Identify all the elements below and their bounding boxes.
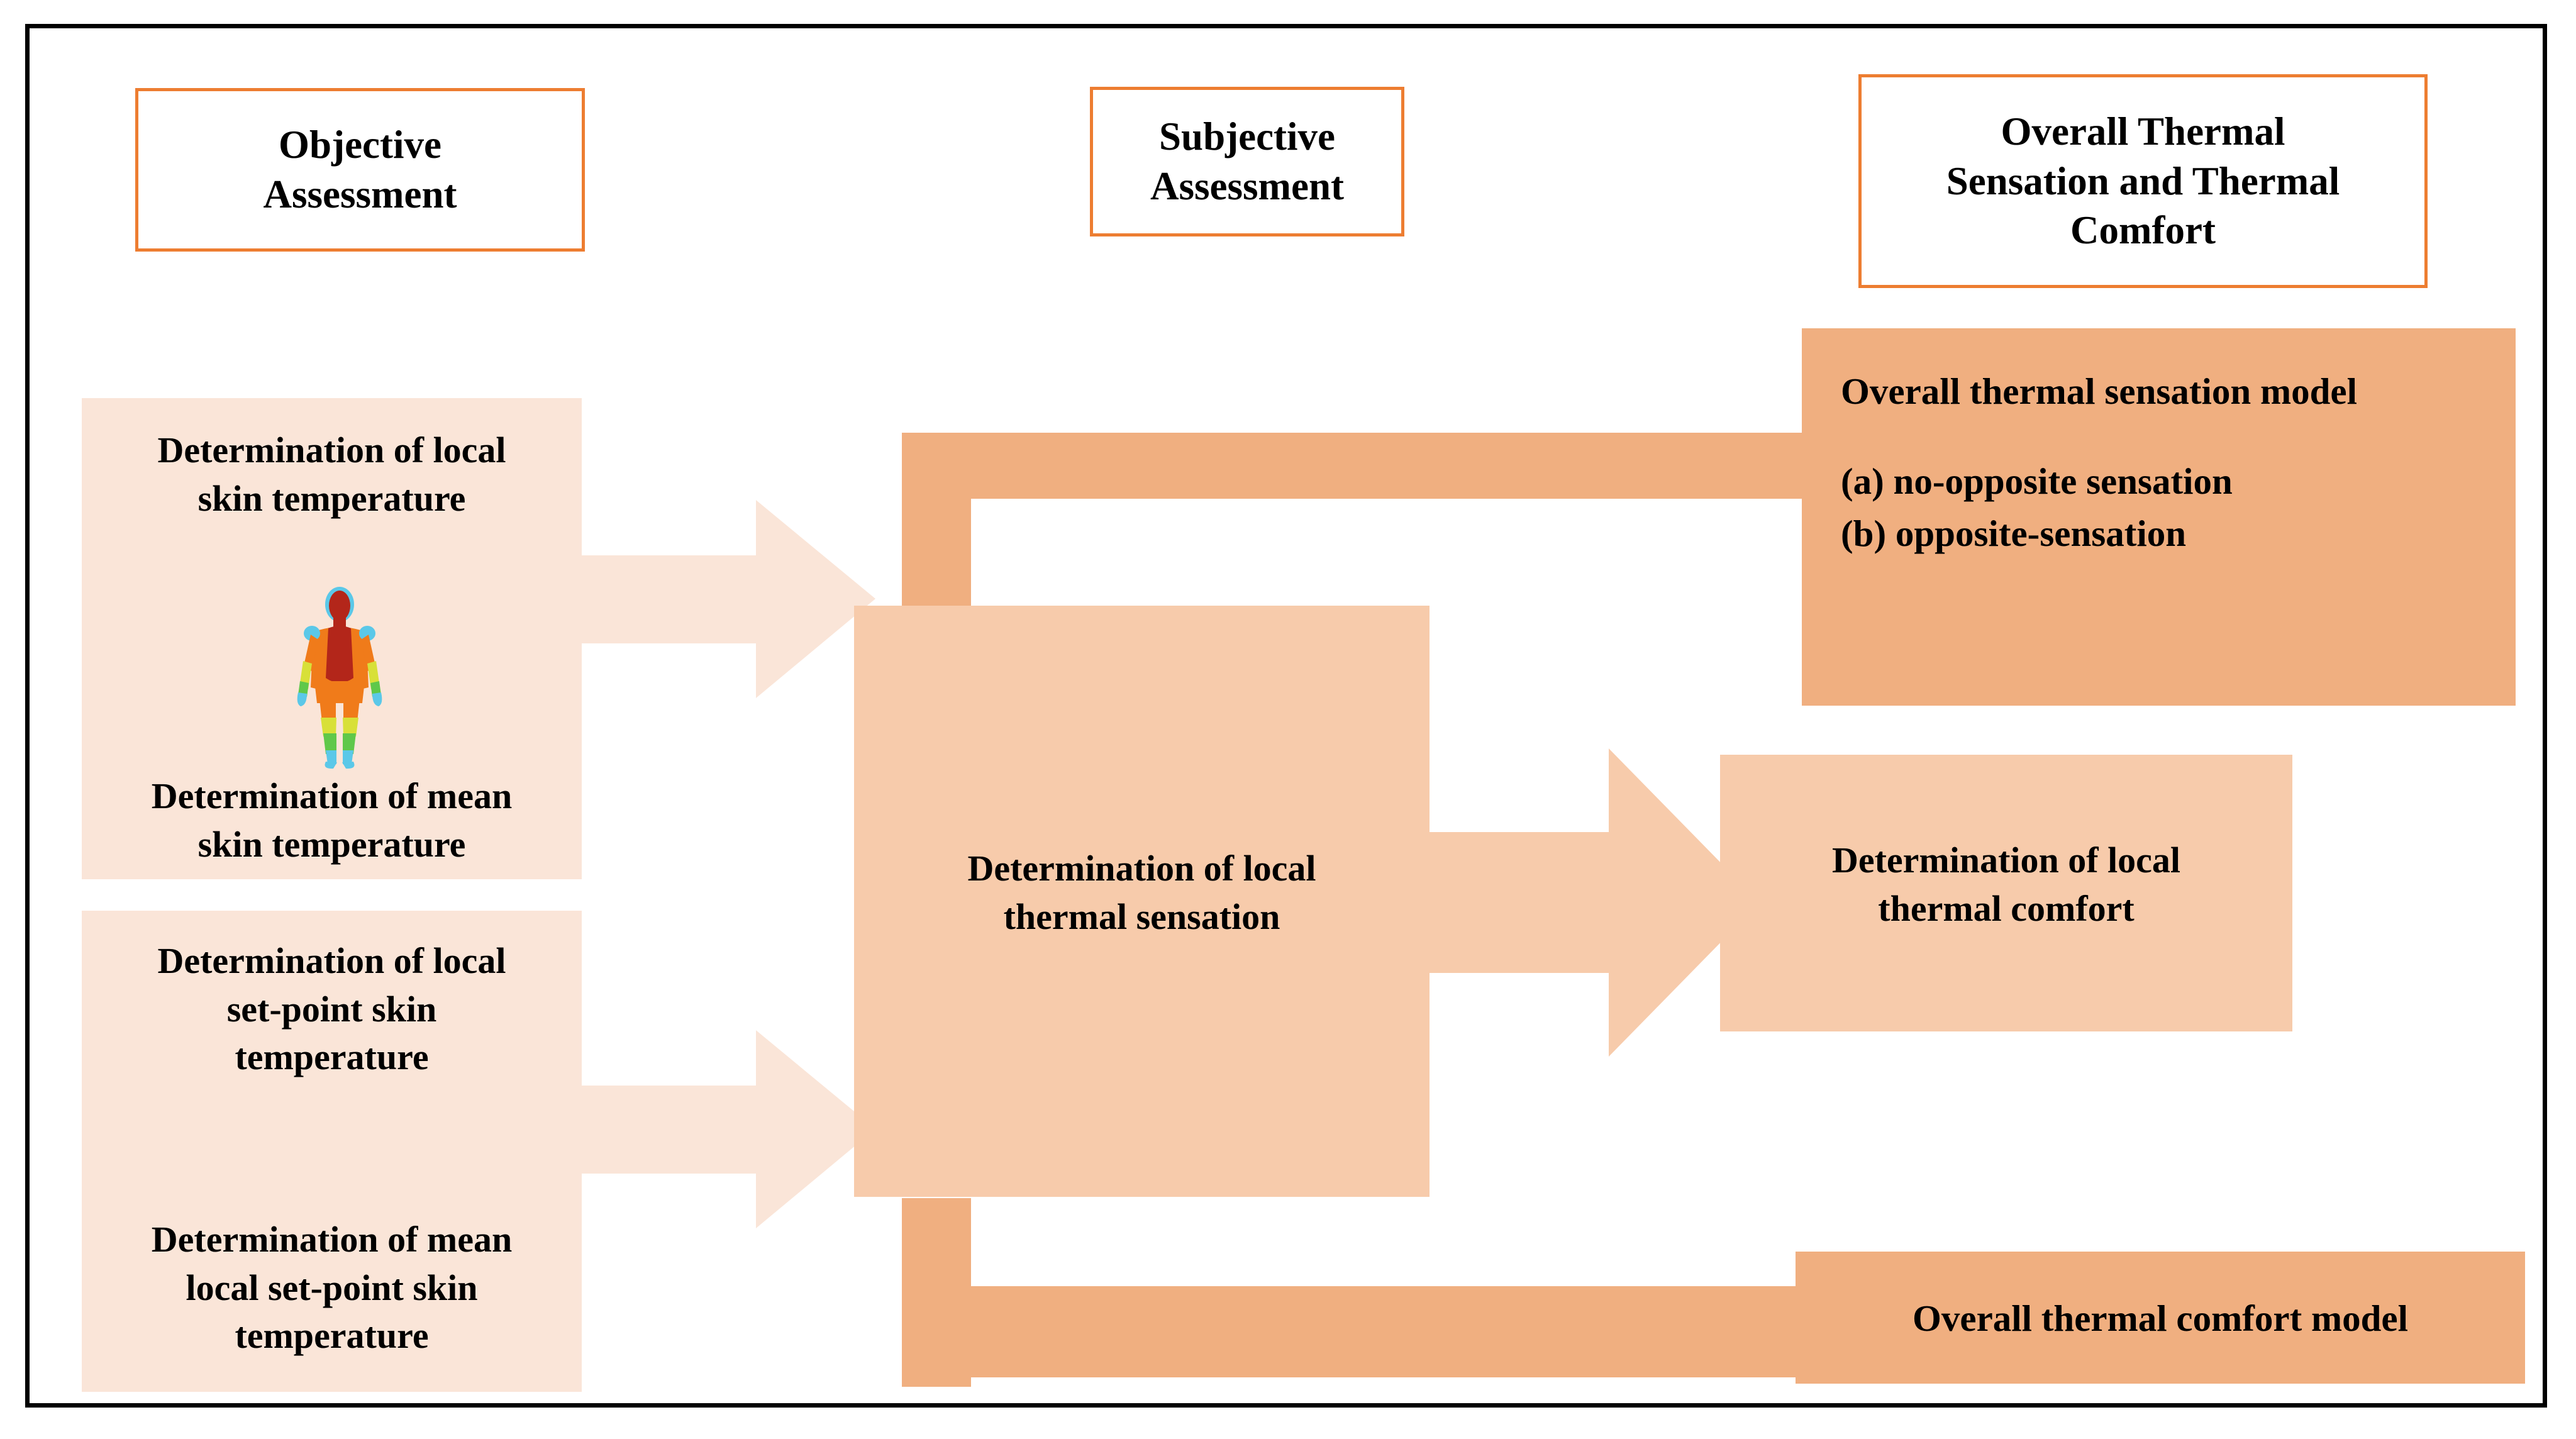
arrow-setpoint-to-sensation-icon (574, 1030, 875, 1228)
connector-comfort-horizontal (902, 1286, 1845, 1377)
header-overall-line1: Overall Thermal (2001, 109, 2285, 153)
connector-sensation-vertical (902, 433, 971, 628)
arrow-sensation-to-comfort-icon (1420, 748, 1760, 1057)
left-box-1-bottom-text: Determination of mean skin temperature (151, 775, 513, 865)
header-objective-line1: Objective (279, 123, 441, 167)
overall-sensation-item-b: (b) opposite-sensation (1841, 513, 2187, 554)
header-objective-line2: Assessment (263, 172, 457, 216)
thermal-body-figure-icon (289, 587, 390, 772)
connector-sensation-horizontal (902, 433, 1864, 499)
header-subjective-line1: Subjective (1159, 114, 1335, 159)
header-objective-assessment: Objective Assessment (135, 88, 585, 252)
header-overall-line2: Sensation and Thermal (1946, 158, 2340, 203)
header-overall-thermal: Overall Thermal Sensation and Thermal Co… (1858, 74, 2428, 288)
local-thermal-comfort-text: Determination of local thermal comfort (1831, 840, 2181, 929)
arrow-skin-temp-to-sensation-icon (574, 500, 875, 698)
overall-comfort-model-text: Overall thermal comfort model (1912, 1297, 2409, 1339)
right-box-local-thermal-comfort: Determination of local thermal comfort (1720, 755, 2292, 1031)
overall-sensation-heading: Overall thermal sensation model (1841, 370, 2357, 412)
right-box-overall-sensation-model: Overall thermal sensation model (a) no-o… (1802, 328, 2516, 706)
left-box-skin-temperature: Determination of local skin temperature (82, 398, 582, 879)
left-box-1-top-text: Determination of local skin temperature (157, 430, 506, 519)
header-subjective-assessment: Subjective Assessment (1090, 87, 1404, 236)
header-overall-line3: Comfort (2070, 208, 2216, 253)
left-box-2-bottom-text: Determination of mean local set-point sk… (151, 1219, 513, 1357)
center-box-text: Determination of local thermal sensation (967, 848, 1316, 937)
header-subjective-line2: Assessment (1150, 164, 1344, 208)
right-box-overall-comfort-model: Overall thermal comfort model (1796, 1252, 2525, 1384)
left-box-2-top-text: Determination of local set-point skin te… (157, 940, 506, 1078)
center-box-local-thermal-sensation: Determination of local thermal sensation (854, 606, 1430, 1197)
left-box-setpoint-temperature: Determination of local set-point skin te… (82, 911, 582, 1392)
overall-sensation-item-a: (a) no-opposite sensation (1841, 460, 2233, 502)
